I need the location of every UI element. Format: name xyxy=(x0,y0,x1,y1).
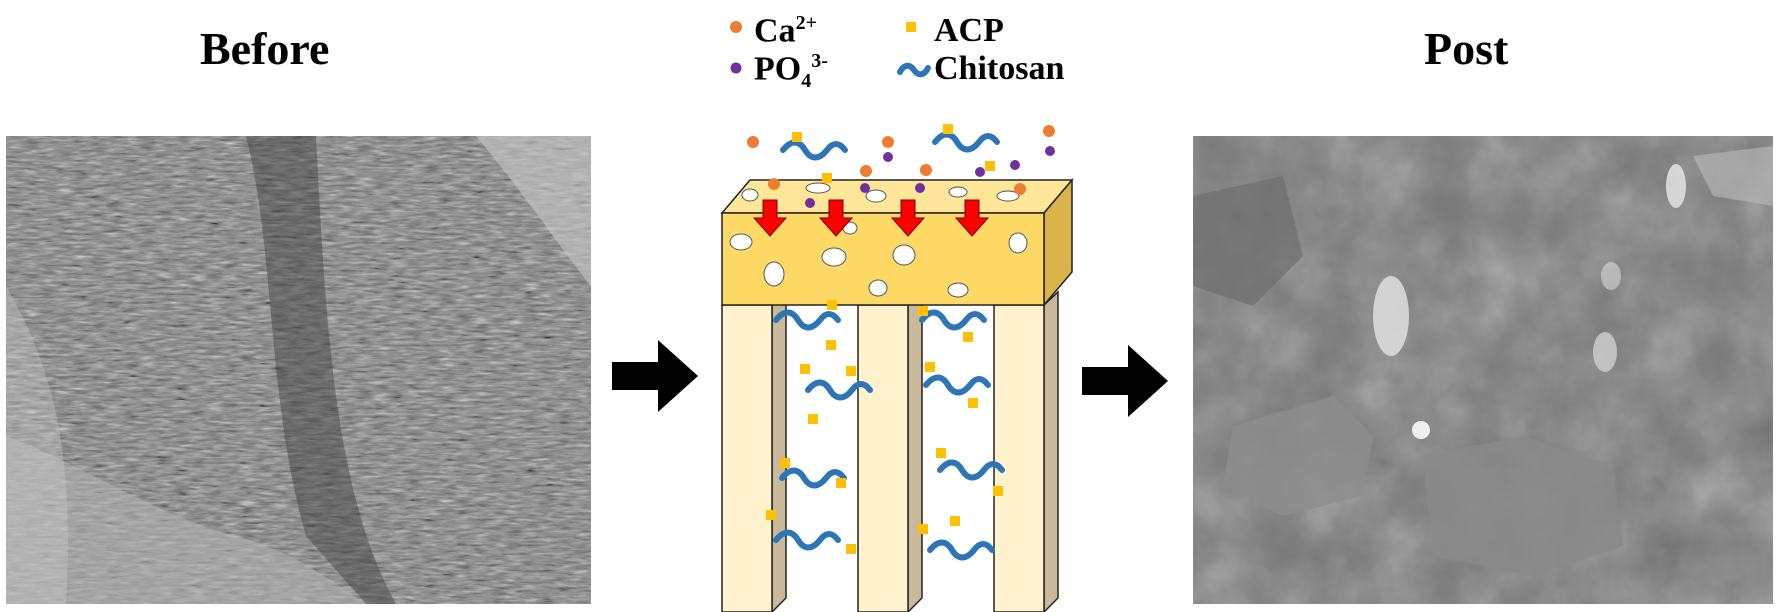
legend-calcium-label: Ca2+ xyxy=(754,12,817,50)
sem-image-before xyxy=(6,136,591,604)
before-title: Before xyxy=(200,23,330,74)
arrow-right-icon-left xyxy=(612,340,698,412)
legend-chitosan-icon xyxy=(897,62,931,78)
sem-image-post xyxy=(1193,136,1773,604)
post-title: Post xyxy=(1424,23,1509,74)
infiltration-arrows xyxy=(752,199,990,237)
legend-chitosan-label: Chitosan xyxy=(934,50,1065,87)
legend-phosphate-label: PO43- xyxy=(754,50,828,93)
legend-calcium-marker xyxy=(730,21,742,33)
tubule-walls xyxy=(721,290,1059,612)
legend-acp-marker xyxy=(906,22,916,32)
tubule-chitosan-acp xyxy=(766,300,1003,558)
legend-phosphate-marker xyxy=(730,62,742,74)
remineralization-diagram xyxy=(720,21,1074,612)
arrow-right-icon-right xyxy=(1082,345,1168,417)
coating-layer xyxy=(720,177,1074,308)
legend-acp-label: ACP xyxy=(934,12,1004,49)
ions-above-layer xyxy=(747,124,1055,208)
